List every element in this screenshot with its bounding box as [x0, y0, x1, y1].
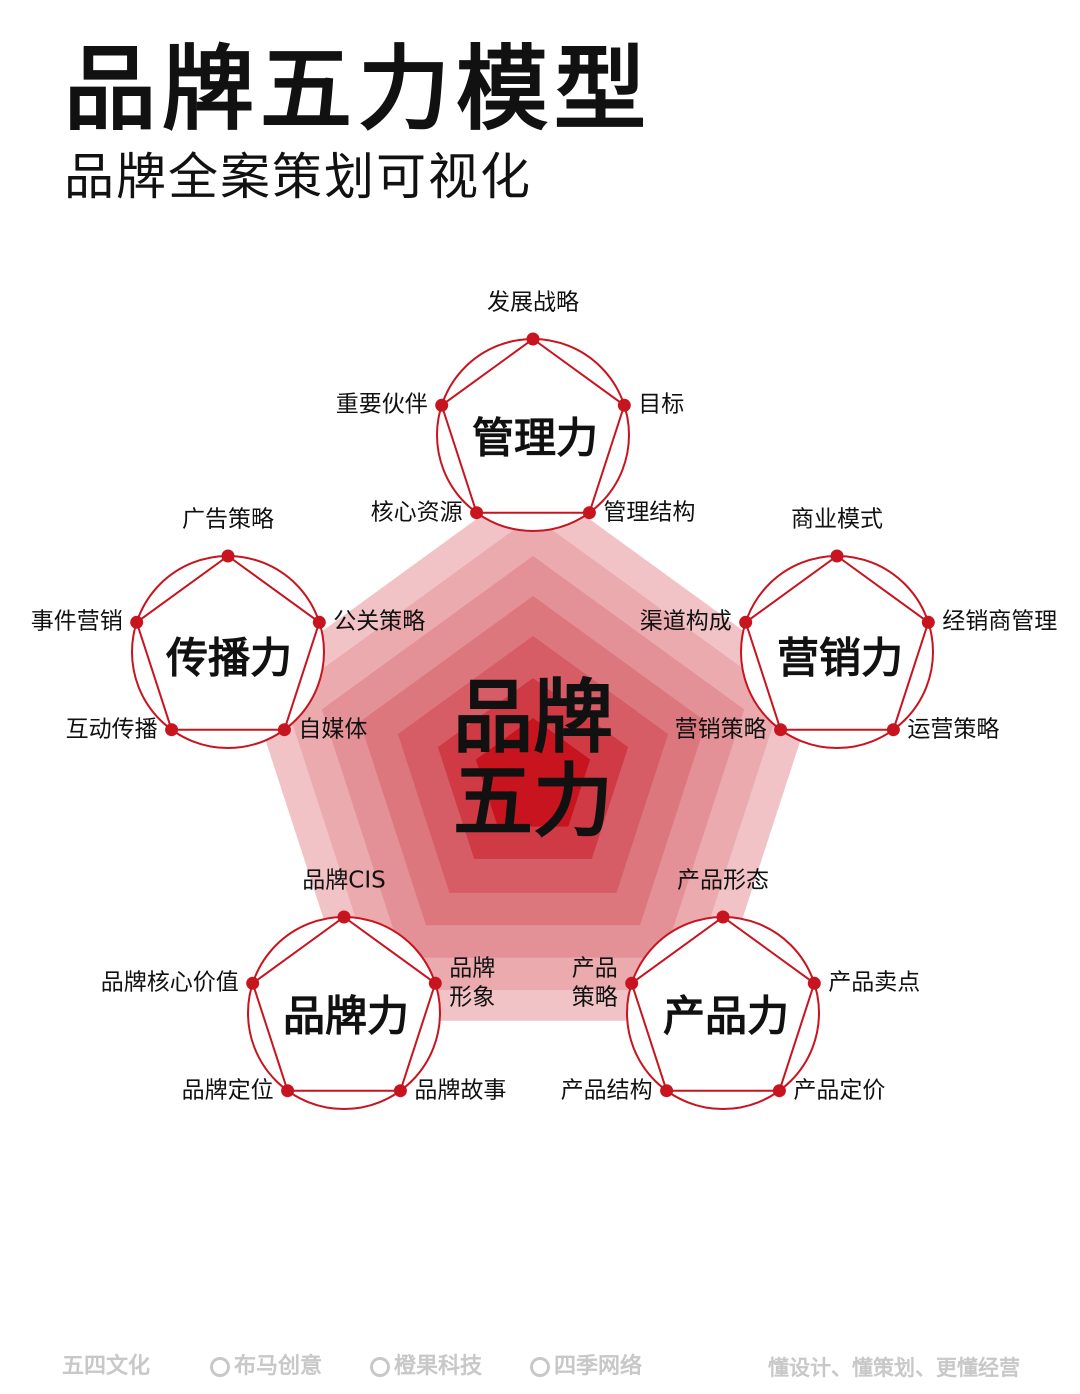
node-dot-2 — [312, 615, 326, 629]
node-label-brand-5: 品牌核心价值 — [100, 969, 239, 996]
force-circle-management — [435, 332, 631, 532]
page-subtitle: 品牌全案策划可视化 — [64, 148, 532, 206]
force-circle-product — [625, 910, 821, 1110]
node-dot-4 — [660, 1084, 674, 1098]
node-dot-3 — [277, 723, 291, 737]
node-dot-3 — [582, 506, 596, 520]
pentagon-layer-7 — [475, 718, 591, 827]
node-dot-5 — [625, 976, 639, 990]
node-label-management-3: 管理结构 — [603, 499, 696, 526]
node-label-product-3: 产品定价 — [793, 1077, 886, 1104]
footer-logo-buma: 布马创意 — [210, 1348, 322, 1380]
node-label-product-2: 产品卖点 — [828, 969, 921, 996]
buma-logo-icon — [210, 1357, 230, 1377]
force-circle-brand — [246, 910, 442, 1110]
node-label-marketing-1: 商业模式 — [791, 506, 883, 533]
node-dot-5 — [130, 615, 144, 629]
node-label-communication-1: 广告策略 — [182, 506, 274, 533]
inner-pentagon — [744, 554, 930, 731]
inner-pentagon — [630, 915, 816, 1092]
force-name-brand: 品牌力 — [282, 991, 410, 1041]
force-name-communication: 传播力 — [165, 633, 293, 683]
core-title-line2: 五力 — [453, 755, 613, 848]
node-dot-5 — [435, 398, 449, 412]
force-circle-marketing — [739, 549, 935, 749]
node-label-brand-4: 品牌定位 — [181, 1077, 274, 1104]
footer-logo-wusi: 五四文化 — [62, 1354, 151, 1379]
siji-logo-icon — [530, 1357, 550, 1377]
node-label-product-1: 产品形态 — [677, 867, 769, 894]
node-dot-5 — [739, 615, 753, 629]
footer-logo-siji: 四季网络 — [530, 1348, 642, 1380]
footer-logo-chengguo: 橙果科技 — [370, 1348, 482, 1380]
node-label-brand-3: 品牌故事 — [414, 1077, 507, 1104]
node-dot-2 — [428, 976, 442, 990]
node-label-marketing-2: 经销商管理 — [942, 608, 1058, 635]
force-name-marketing: 营销力 — [776, 633, 904, 683]
node-label-marketing-3: 运营策略 — [907, 716, 1000, 743]
inner-pentagon — [135, 554, 321, 731]
siji-logo-text: 四季网络 — [554, 1354, 643, 1379]
force-name-management: 管理力 — [471, 413, 599, 463]
node-dot-1 — [221, 549, 235, 563]
node-dot-1 — [716, 910, 730, 924]
node-dot-4 — [774, 723, 788, 737]
inner-pentagon — [251, 915, 437, 1092]
force-circle-communication — [130, 549, 326, 749]
force-name-product: 产品力 — [662, 991, 790, 1041]
node-label-management-1: 发展战略 — [487, 289, 579, 316]
buma-logo-text: 布马创意 — [234, 1354, 323, 1379]
node-label-communication-3: 自媒体 — [298, 716, 368, 743]
node-dot-2 — [807, 976, 821, 990]
node-dot-2 — [617, 398, 631, 412]
node-dot-2 — [921, 615, 935, 629]
node-dot-4 — [165, 723, 179, 737]
chengguo-logo-text: 橙果科技 — [394, 1354, 483, 1379]
node-label-brand-2: 品牌形象 — [449, 955, 496, 1011]
node-dot-3 — [393, 1084, 407, 1098]
core-title-line1: 品牌 — [453, 671, 613, 764]
center-pentagon-layers — [247, 478, 819, 1021]
inner-pentagon — [440, 337, 626, 514]
node-dot-1 — [830, 549, 844, 563]
node-label-brand-1: 品牌CIS — [302, 867, 386, 894]
node-label-management-5: 重要伙伴 — [335, 391, 428, 418]
footer-slogan: 懂设计、懂策划、更懂经营 — [768, 1356, 1020, 1380]
node-label-management-4: 核心资源 — [370, 499, 463, 526]
node-label-product-5: 产品策略 — [571, 955, 618, 1011]
node-label-communication-4: 互动传播 — [65, 716, 158, 743]
node-label-marketing-4: 营销策略 — [674, 716, 767, 743]
page-title: 品牌五力模型 — [64, 36, 653, 143]
node-label-marketing-5: 渠道构成 — [639, 608, 732, 635]
node-dot-4 — [470, 506, 484, 520]
node-label-communication-2: 公关策略 — [333, 608, 426, 635]
center-core-title: 品牌 五力 — [453, 676, 613, 844]
node-label-communication-5: 事件营销 — [30, 608, 123, 635]
node-dot-3 — [886, 723, 900, 737]
chengguo-logo-icon — [370, 1357, 390, 1377]
force-circles — [130, 332, 935, 1110]
node-dot-5 — [246, 976, 260, 990]
node-label-management-2: 目标 — [638, 391, 685, 418]
node-dot-3 — [772, 1084, 786, 1098]
node-dot-1 — [337, 910, 351, 924]
node-dot-1 — [526, 332, 540, 346]
node-label-product-4: 产品结构 — [560, 1077, 653, 1104]
node-dot-4 — [281, 1084, 295, 1098]
